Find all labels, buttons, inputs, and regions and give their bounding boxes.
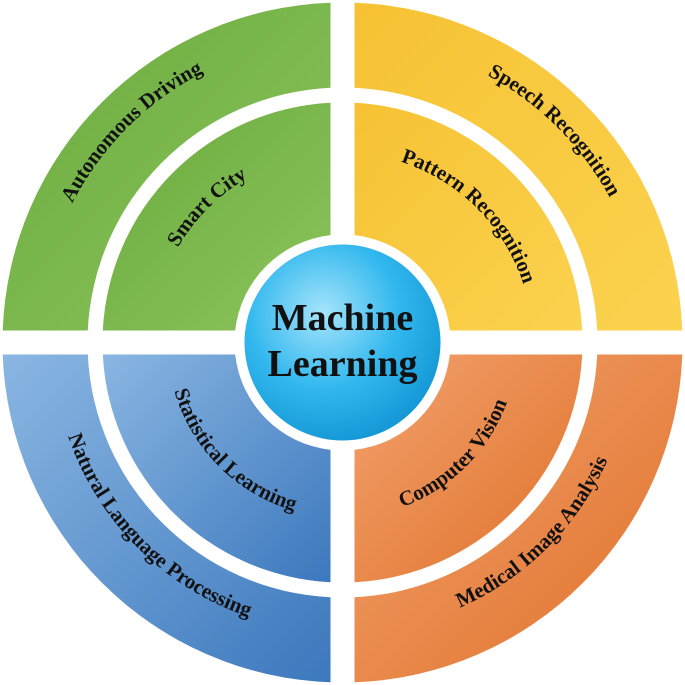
green-inner-ring-sector <box>102 102 331 331</box>
green-outer-ring-sector <box>2 2 331 331</box>
yellow-outer-ring-sector <box>354 2 683 331</box>
center-hub: Machine Learning <box>236 236 449 449</box>
blue-inner-ring-sector <box>102 354 331 583</box>
orange-outer-ring-sector <box>354 354 683 683</box>
yellow-inner-ring-sector <box>354 102 583 331</box>
center-label-line1: Machine <box>272 297 413 339</box>
blue-outer-ring-sector <box>2 354 331 683</box>
center-circle <box>244 244 441 441</box>
center-label-line2: Learning <box>268 343 418 385</box>
orange-inner-ring-sector <box>354 354 583 583</box>
